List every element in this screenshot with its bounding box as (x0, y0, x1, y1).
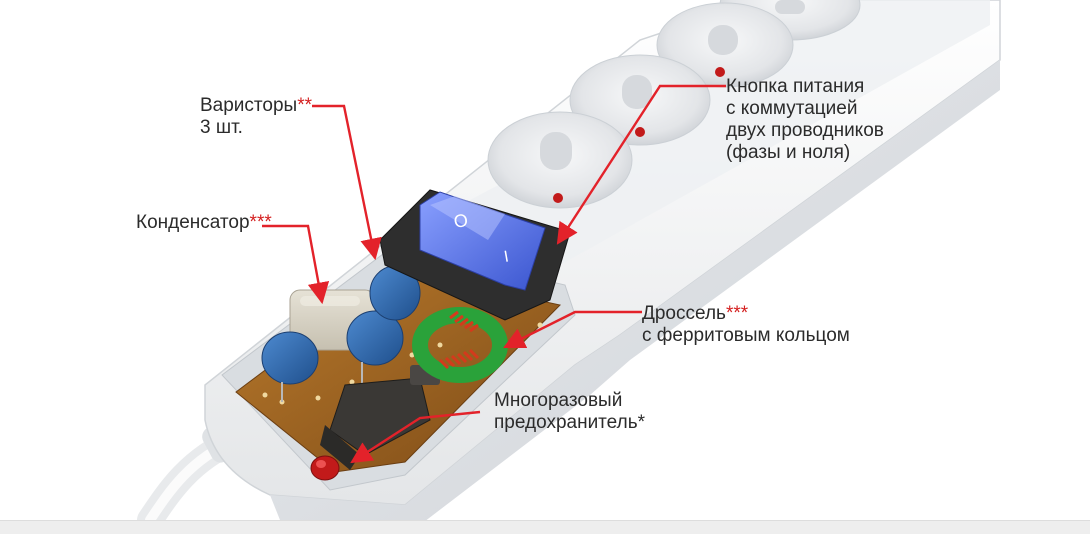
label-capacitor-stars: *** (249, 212, 272, 233)
label-fuse: Многоразовый предохранитель* (494, 390, 645, 434)
label-varistors-stars: ** (297, 95, 312, 116)
label-fuse-line-1: Многоразовый (494, 390, 623, 411)
label-power-button: Кнопка питания с коммутацией двух провод… (726, 76, 884, 164)
varistor-2 (346, 310, 404, 385)
label-varistors-count: 3 шт. (200, 117, 243, 138)
arrow-power-button (556, 84, 726, 245)
label-capacitor-title: Конденсатор (136, 212, 250, 233)
fuse-reset-button (310, 455, 340, 481)
label-fuse-stars: * (637, 412, 646, 433)
arrow-choke (503, 310, 642, 349)
label-varistors-title: Варисторы (200, 95, 298, 116)
socket-1 (487, 111, 633, 209)
switch-on-mark: I (503, 248, 510, 266)
bottom-edge-bar (0, 520, 1090, 534)
arrow-varistors (312, 104, 382, 261)
label-varistors: Варисторы** 3 шт. (200, 95, 312, 139)
power-switch (379, 189, 571, 321)
ferrite-choke (412, 307, 508, 383)
label-power-button-line-4: (фазы и ноля) (726, 142, 851, 163)
label-choke-stars: *** (725, 303, 749, 324)
label-choke-subtitle: с ферритовым кольцом (642, 325, 850, 346)
arrow-capacitor (262, 224, 330, 305)
label-choke-title: Дроссель (642, 303, 726, 324)
resettable-fuse (320, 365, 440, 470)
socket-3 (656, 2, 794, 88)
label-choke: Дроссель*** с ферритовым кольцом (642, 303, 850, 347)
label-fuse-line-2: предохранитель (494, 412, 638, 433)
label-capacitor: Конденсатор*** (136, 212, 272, 234)
switch-off-mark: O (452, 210, 469, 232)
label-power-button-line-1: Кнопка питания (726, 76, 865, 97)
varistor-1 (261, 331, 319, 402)
arrow-fuse (350, 410, 481, 464)
label-power-button-line-3: двух проводников (726, 120, 884, 141)
label-power-button-line-2: с коммутацией (726, 98, 858, 119)
